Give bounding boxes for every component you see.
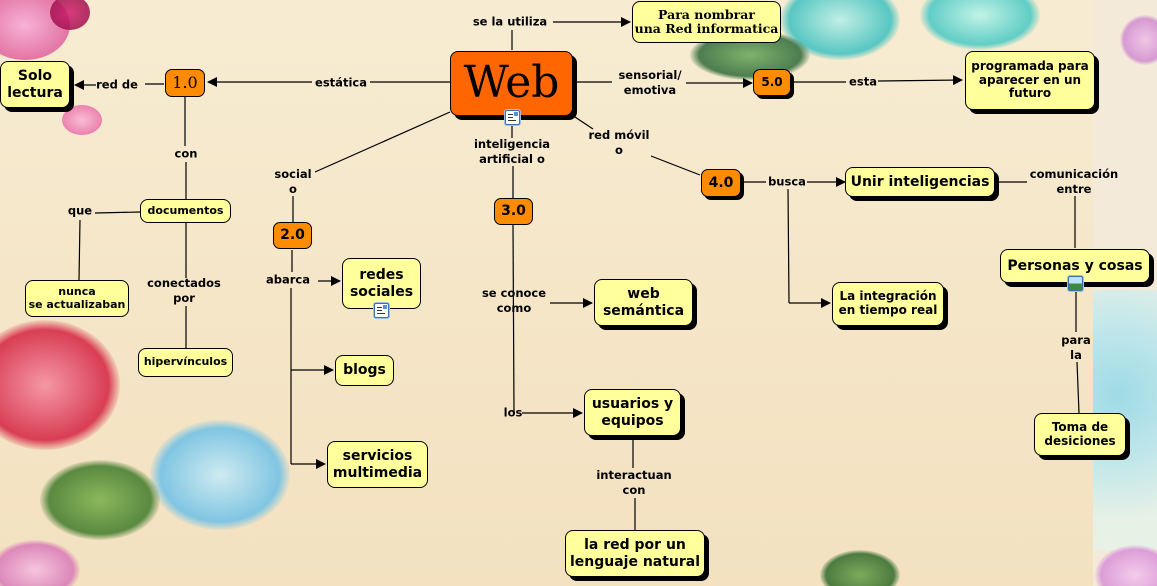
label-se-la-utiliza: se la utiliza	[472, 14, 548, 29]
label-para-la: para la	[1061, 333, 1091, 362]
concept-solo-lectura[interactable]: Solo lectura	[0, 61, 70, 108]
label-sensorial-emotiva: sensorial/ emotiva	[618, 68, 682, 97]
concept-web-semantica[interactable]: web semántica	[594, 279, 693, 326]
label-red-de: red de	[96, 77, 138, 92]
decorative-flower-blue-bottomleft	[150, 420, 290, 530]
concept-unir-inteligencias[interactable]: Unir inteligencias	[845, 167, 995, 197]
concept-version-3-0[interactable]: 3.0	[494, 198, 533, 225]
label-estatica: estática	[315, 75, 367, 90]
concept-toma-desiciones[interactable]: Toma de desiciones	[1034, 413, 1126, 456]
label-conectados-por: conectados por	[147, 276, 221, 305]
label-abarca: abarca	[265, 272, 311, 287]
label-comunicacion-entre: comunicación entre	[1029, 167, 1119, 196]
concept-version-4-0[interactable]: 4.0	[701, 169, 741, 197]
label-que: que	[67, 203, 93, 218]
decorative-flower-red-left	[0, 320, 120, 450]
label-social-o: social o	[274, 167, 312, 196]
label-los: los	[503, 405, 523, 420]
concept-web[interactable]: Web	[450, 51, 573, 116]
concept-documentos[interactable]: documentos	[140, 199, 231, 223]
link-red-movil-4-0	[650, 155, 701, 176]
decorative-leaves-bottom	[820, 550, 900, 586]
decorative-flower-pink-small	[62, 105, 102, 135]
concept-version-2-0[interactable]: 2.0	[273, 222, 312, 249]
concept-hipervinculos[interactable]: hipervínculos	[138, 348, 233, 377]
document-image-icon[interactable]	[374, 303, 389, 318]
concept-nunca-se-actualizaban[interactable]: nunca se actualizaban	[25, 280, 129, 317]
link-busca-integracion	[787, 188, 790, 304]
concept-version-1-0[interactable]: 1.0	[165, 69, 205, 97]
decorative-flower-magenta-top	[50, 0, 90, 30]
concept-version-5-0[interactable]: 5.0	[753, 69, 791, 96]
concept-programada-futuro[interactable]: programada para aparecer en un futuro	[965, 51, 1095, 110]
label-se-conoce-como: se conoce como	[481, 286, 547, 315]
link-que-nunca	[78, 219, 81, 281]
link-para-toma	[1076, 361, 1080, 414]
link-web-red-movil	[574, 116, 594, 130]
concept-servicios-multimedia[interactable]: servicios multimedia	[327, 441, 428, 488]
concept-redes-sociales[interactable]: redes sociales	[342, 258, 421, 309]
label-inteligencia-artificial: inteligencia artificial o	[473, 137, 551, 166]
document-image-icon[interactable]	[505, 110, 520, 125]
link-3-0-trunk	[512, 224, 515, 413]
concept-blogs[interactable]: blogs	[335, 355, 394, 386]
label-interactuan-con: interactuan con	[596, 468, 672, 497]
concept-usuarios-equipos[interactable]: usuarios y equipos	[584, 389, 681, 436]
link-esta-programada	[877, 75, 963, 86]
label-con: con	[174, 146, 198, 161]
image-icon[interactable]	[1068, 276, 1083, 291]
link-web-social	[314, 111, 451, 173]
label-busca: busca	[768, 174, 806, 189]
decorative-flower-pink-topright	[1120, 15, 1157, 65]
decorative-leaves-bottomleft	[40, 460, 160, 540]
concept-lenguaje-natural[interactable]: la red por un lenguaje natural	[565, 530, 705, 577]
label-red-movil-o: red móvil o	[588, 128, 650, 157]
link-documentos-que	[94, 211, 141, 214]
label-esta: esta	[849, 74, 877, 89]
concept-para-nombrar[interactable]: Para nombrar una Red informatica	[632, 1, 781, 43]
concept-integracion-tiempo-real[interactable]: La integración en tiempo real	[832, 282, 944, 326]
